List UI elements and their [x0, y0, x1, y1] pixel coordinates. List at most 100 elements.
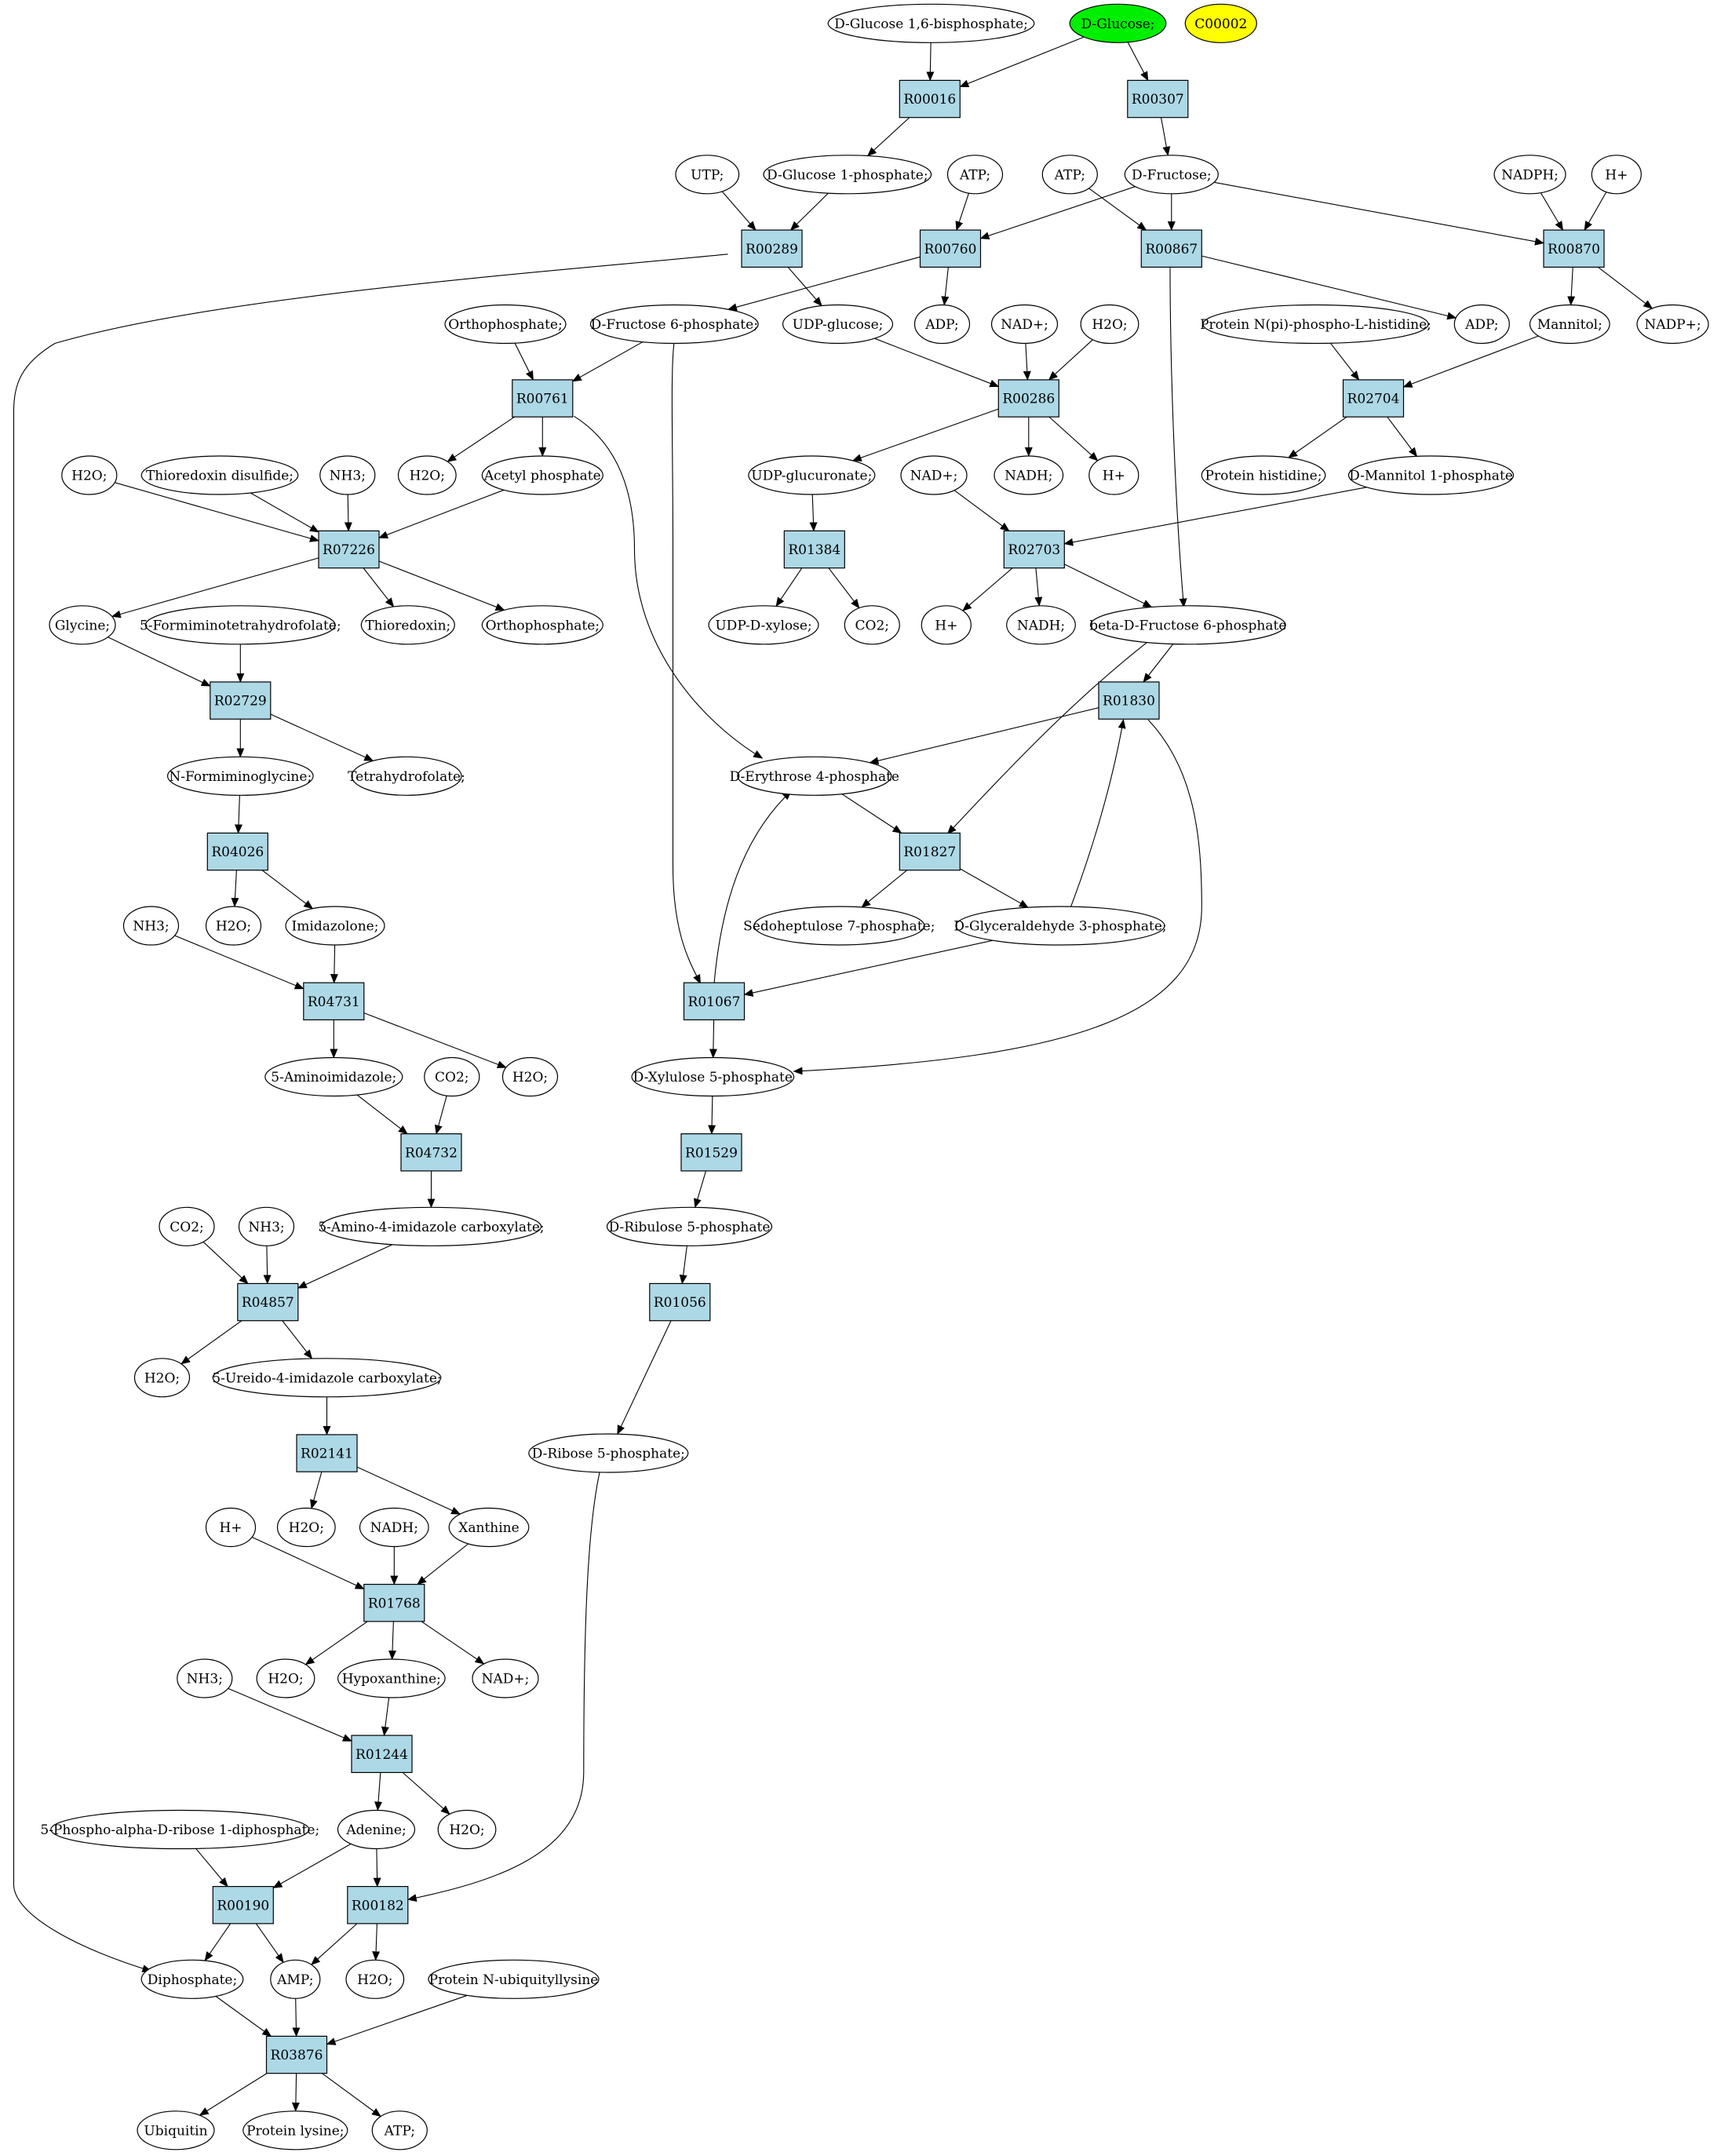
compound-node-c_h2[interactable]: H+ [1088, 455, 1139, 495]
reaction-node-r01056[interactable]: R01056 [649, 1282, 711, 1322]
compound-node-c_ubiquitin[interactable]: Ubiquitin [137, 2110, 215, 2151]
compound-node-c_nadh2[interactable]: NADH; [1006, 605, 1076, 645]
compound-node-c_nad1[interactable]: NAD+; [990, 304, 1059, 345]
compound-node-c_xanthine[interactable]: Xanthine [448, 1507, 530, 1548]
compound-node-c_nh3_1[interactable]: NH3; [319, 455, 376, 495]
reaction-node-r00286[interactable]: R00286 [997, 379, 1059, 418]
reaction-node-r01827[interactable]: R01827 [899, 832, 961, 871]
reaction-node-r01244[interactable]: R01244 [351, 1735, 413, 1774]
compound-node-c_prpp[interactable]: 5-Phospho-alpha-D-ribose 1-diphosphate; [40, 1809, 319, 1850]
reaction-node-r00016[interactable]: R00016 [899, 79, 961, 119]
compound-node-c_h4[interactable]: H+ [205, 1507, 257, 1548]
compound-node-c_h2o4[interactable]: H2O; [205, 906, 262, 946]
compound-node-c_h2o3[interactable]: H2O; [397, 455, 457, 495]
reaction-node-r04731[interactable]: R04731 [303, 982, 365, 1020]
reaction-node-r04857[interactable]: R04857 [237, 1282, 299, 1322]
compound-node-c_h2o5[interactable]: H2O; [501, 1056, 559, 1097]
compound-node-c_ortho1[interactable]: Orthophosphate; [444, 304, 567, 345]
reaction-node-r03876[interactable]: R03876 [265, 2035, 328, 2074]
compound-node-c_nfg[interactable]: N-Formiminoglycine; [166, 756, 314, 796]
reaction-node-r02141[interactable]: R02141 [296, 1434, 358, 1472]
compound-node-c_nadph[interactable]: NADPH; [1493, 155, 1566, 195]
compound-node-c_protubq[interactable]: Protein N-ubiquityllysine [428, 1959, 600, 1999]
compound-node-c_nh3_2[interactable]: NH3; [122, 906, 180, 946]
compound-node-c_acetylp[interactable]: Acetyl phosphate [481, 455, 603, 495]
compound-node-c_mannitol[interactable]: Mannitol; [1529, 304, 1610, 345]
compound-node-c_protnp[interactable]: Protein N(pi)-phospho-L-histidine; [1200, 304, 1431, 345]
compound-node-c_h2o9[interactable]: H2O; [437, 1809, 497, 1850]
compound-node-c_ru5p[interactable]: D-Ribulose 5-phosphate [606, 1206, 773, 1246]
compound-node-c_adp1[interactable]: ADP; [913, 304, 971, 345]
compound-node-c_co2_2[interactable]: CO2; [424, 1056, 480, 1097]
compound-node-c_h2o10[interactable]: H2O; [345, 1959, 405, 1999]
reaction-node-r01830[interactable]: R01830 [1098, 681, 1160, 720]
reaction-node-r07226[interactable]: R07226 [318, 530, 380, 569]
compound-node-c_f6p[interactable]: D-Fructose 6-phosphate; [589, 304, 759, 345]
reaction-node-r00761[interactable]: R00761 [512, 379, 574, 418]
compound-node-c_5a4ic[interactable]: 5-Amino-4-imidazole carboxylate; [318, 1206, 545, 1246]
reaction-node-r00289[interactable]: R00289 [741, 229, 803, 268]
compound-node-c_thf[interactable]: Tetrahydrofolate; [348, 756, 465, 796]
compound-node-c_co2_1[interactable]: CO2; [844, 605, 900, 645]
compound-node-c_h2o2[interactable]: H2O; [61, 455, 118, 495]
compound-node-c_s7p[interactable]: Sedoheptulose 7-phosphate; [743, 906, 935, 946]
reaction-node-r01067[interactable]: R01067 [683, 982, 746, 1020]
compound-node-c_g3p[interactable]: D-Glyceraldehyde 3-phosphate; [953, 906, 1167, 946]
compound-node-c_thio[interactable]: Thioredoxin; [360, 605, 455, 645]
compound-node-c_udpxyl[interactable]: UDP-D-xylose; [708, 605, 819, 645]
compound-node-c_nadp[interactable]: NADP+; [1636, 304, 1709, 345]
compound-node-c_thiodis[interactable]: Thioredoxin disulfide; [140, 455, 299, 495]
reaction-node-r00190[interactable]: R00190 [212, 1886, 274, 1924]
compound-node-c_h2o7[interactable]: H2O; [276, 1507, 336, 1548]
compound-node-c_g16bp[interactable]: D-Glucose 1,6-bisphosphate; [827, 3, 1035, 43]
compound-node-c_hypox[interactable]: Hypoxanthine; [337, 1658, 446, 1698]
reaction-node-r00870[interactable]: R00870 [1543, 229, 1605, 268]
compound-node-c_nadh3[interactable]: NADH; [359, 1507, 429, 1548]
compound-node-c_nh3_4[interactable]: NH3; [177, 1658, 233, 1698]
compound-node-c_udpglcur[interactable]: UDP-glucuronate; [748, 455, 876, 495]
compound-node-c_r5p[interactable]: D-Ribose 5-phosphate; [528, 1433, 689, 1473]
compound-node-c_h2o6[interactable]: H2O; [133, 1358, 191, 1398]
compound-node-c_h2o8[interactable]: H2O; [256, 1658, 315, 1698]
reaction-node-r04732[interactable]: R04732 [400, 1133, 462, 1172]
compound-node-c_adp2[interactable]: ADP; [1453, 304, 1510, 345]
compound-node-c_glucose[interactable]: D-Glucose; [1069, 3, 1167, 43]
compound-node-c_bf6p[interactable]: beta-D-Fructose 6-phosphate [1089, 605, 1286, 645]
reaction-node-r00760[interactable]: R00760 [919, 229, 982, 268]
reaction-node-r00182[interactable]: R00182 [347, 1886, 409, 1924]
reaction-node-r01529[interactable]: R01529 [680, 1133, 742, 1172]
reaction-node-r02704[interactable]: R02704 [1342, 379, 1405, 418]
reaction-node-r01768[interactable]: R01768 [363, 1583, 425, 1622]
compound-node-c_udpglc[interactable]: UDP-glucose; [782, 304, 894, 345]
compound-node-c_5u4ic[interactable]: 5-Ureido-4-imidazole carboxylate; [212, 1358, 442, 1398]
compound-node-c_atp1[interactable]: ATP; [946, 155, 1004, 195]
compound-node-c_nad3[interactable]: NAD+; [472, 1658, 539, 1698]
compound-node-c_g1p[interactable]: D-Glucose 1-phosphate; [763, 155, 932, 195]
compound-node-c_h2o1[interactable]: H2O; [1080, 304, 1139, 345]
compound-node-c_co2_3[interactable]: CO2; [159, 1206, 215, 1246]
reaction-node-r02729[interactable]: R02729 [210, 681, 272, 720]
compound-node-c_nh3_3[interactable]: NH3; [238, 1206, 295, 1246]
compound-node-c_atp2[interactable]: ATP; [1041, 155, 1098, 195]
reaction-node-r01384[interactable]: R01384 [783, 530, 845, 569]
compound-node-c_imid[interactable]: Imidazolone; [285, 906, 385, 946]
compound-node-c_diphos[interactable]: Diphosphate; [140, 1959, 244, 1999]
reaction-node-r00867[interactable]: R00867 [1140, 229, 1202, 268]
compound-node-c_e4p[interactable]: D-Erythrose 4-phosphate [730, 756, 899, 796]
compound-node-c_h1[interactable]: H+ [1591, 155, 1642, 195]
compound-node-c_5fthf[interactable]: 5-Formiminotetrahydrofolate; [140, 605, 341, 645]
compound-node-c_h3[interactable]: H+ [921, 605, 972, 645]
compound-node-c_atp3[interactable]: ATP; [371, 2110, 428, 2151]
reaction-node-r00307[interactable]: R00307 [1127, 79, 1189, 119]
compound-node-c_nad2[interactable]: NAD+; [900, 455, 968, 495]
reaction-node-r04026[interactable]: R04026 [206, 832, 268, 871]
compound-node-c_m1p[interactable]: D-Mannitol 1-phosphate [1347, 455, 1515, 495]
compound-node-c_amp[interactable]: AMP; [270, 1959, 321, 1999]
compound-node-c_nadh1[interactable]: NADH; [994, 455, 1064, 495]
compound-node-c_5ai[interactable]: 5-Aminoimidazole; [264, 1056, 403, 1097]
compound-node-c_x5p[interactable]: D-Xylulose 5-phosphate [631, 1056, 795, 1097]
compound-node-c_utp[interactable]: UTP; [675, 155, 740, 195]
compound-node-c_ortho2[interactable]: Orthophosphate; [481, 605, 603, 645]
compound-node-c_c00002[interactable]: C00002 [1184, 3, 1257, 43]
reaction-node-r02703[interactable]: R02703 [1003, 530, 1065, 569]
